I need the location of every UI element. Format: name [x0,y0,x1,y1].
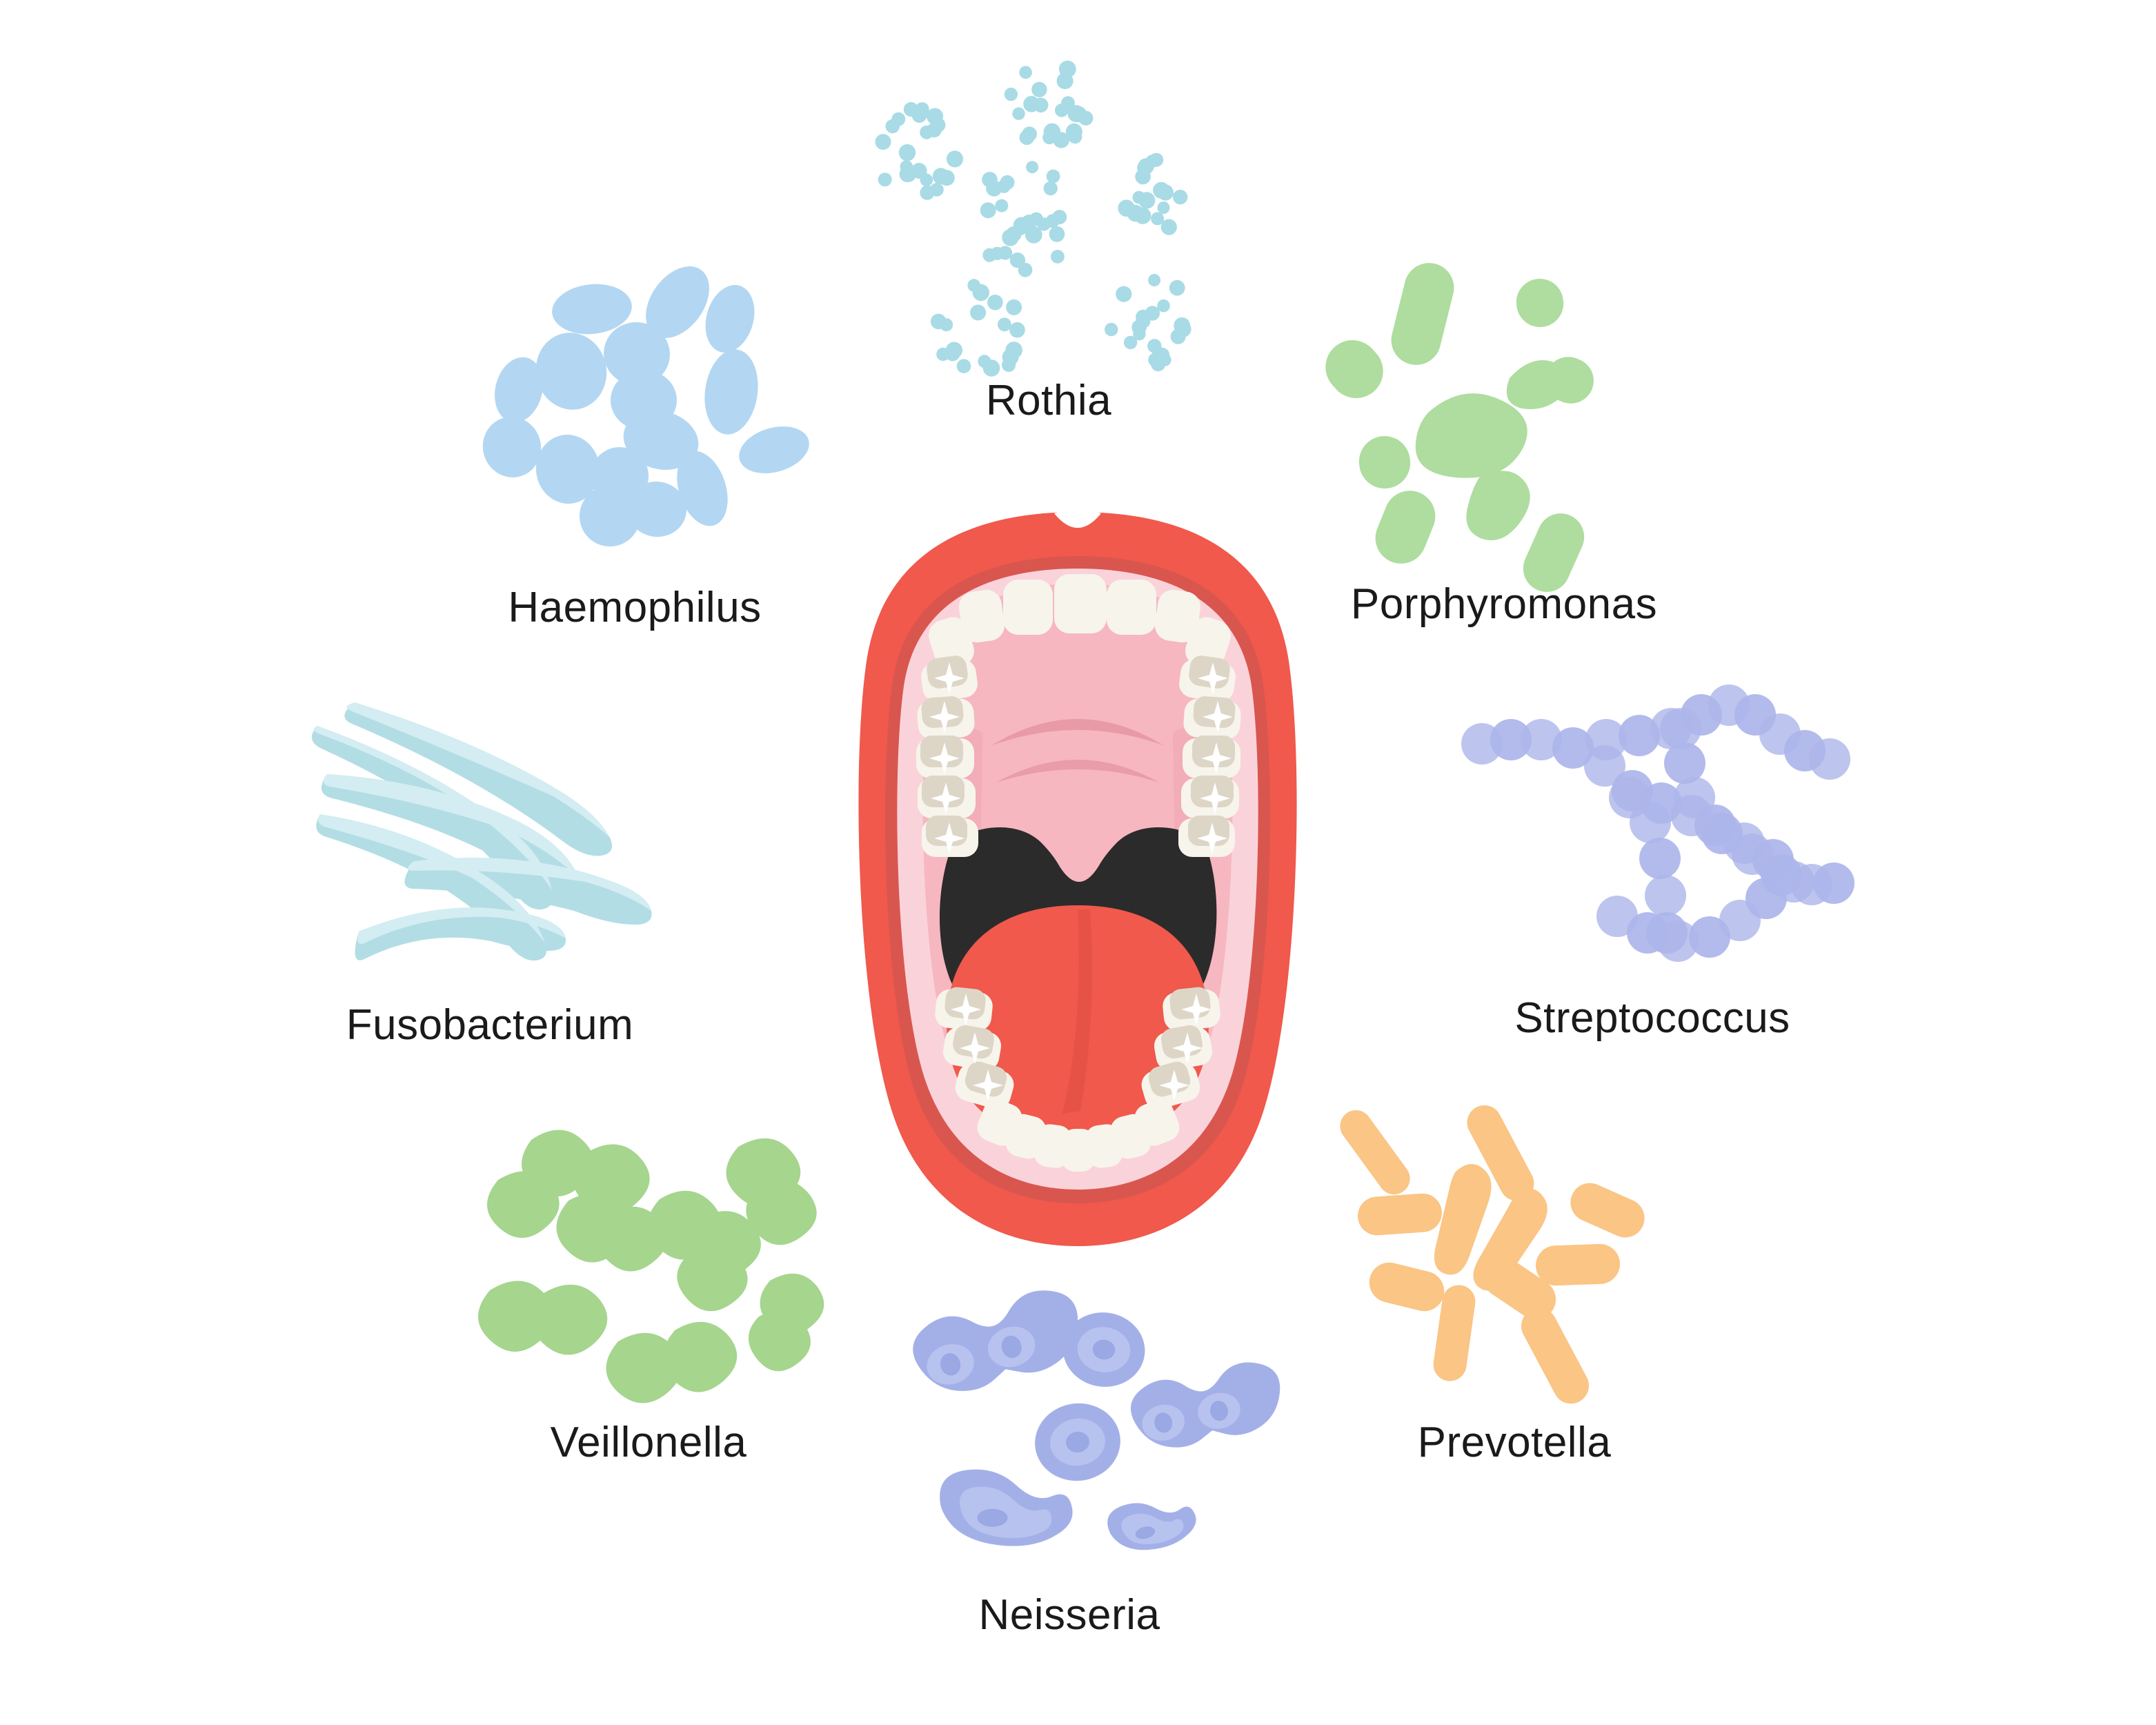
neisseria-bacteria-illustration [890,1281,1289,1580]
palatal-ruga-1 [992,719,1163,745]
palatal-ruga-2 [996,760,1159,782]
genus-label-veillonella: Veillonella [550,1419,747,1466]
genus-label-neisseria: Neisseria [978,1591,1160,1639]
veillonella-bacteria-illustration [478,1118,824,1414]
tooth-sparkles-upper [929,662,1233,854]
upper-teeth [916,574,1241,857]
lip-cupid-notch [1054,509,1101,528]
genus-label-haemophilus: Haemophilus [508,584,762,631]
porphyromonas-bacteria-illustration [1325,255,1677,592]
open-mouth-illustration [850,502,1305,1254]
rothia-bacteria-illustration [875,60,1221,400]
genus-label-rothia: Rothia [985,377,1112,424]
haemophilus-bacteria-illustration [469,266,809,566]
genus-label-prevotella: Prevotella [1417,1419,1612,1466]
genus-label-fusobacterium: Fusobacterium [346,1001,634,1049]
genus-group-rothia: Rothia [875,60,1221,428]
genus-group-haemophilus: Haemophilus [469,266,809,642]
tooth-sparkles-lower [951,994,1211,1101]
genus-label-streptococcus: Streptococcus [1514,994,1790,1042]
genus-group-prevotella: Prevotella [1340,1097,1677,1483]
prevotella-bacteria-illustration [1340,1097,1677,1404]
genus-group-porphyromonas: Porphyromonas [1325,255,1677,628]
genus-group-veillonella: Veillonella [478,1118,824,1490]
streptococcus-bacteria-illustration [1461,662,1855,962]
lower-teeth [935,987,1220,1172]
upper-molars-right [1178,656,1241,857]
genus-group-neisseria: Neisseria [890,1281,1289,1656]
genus-label-porphyromonas: Porphyromonas [1350,580,1658,628]
tongue-median-sulcus [1062,909,1092,1114]
genus-group-fusobacterium: Fusobacterium [310,690,669,1063]
fusobacterium-bacteria-illustration [310,690,669,987]
genus-group-streptococcus: Streptococcus [1461,662,1855,1042]
